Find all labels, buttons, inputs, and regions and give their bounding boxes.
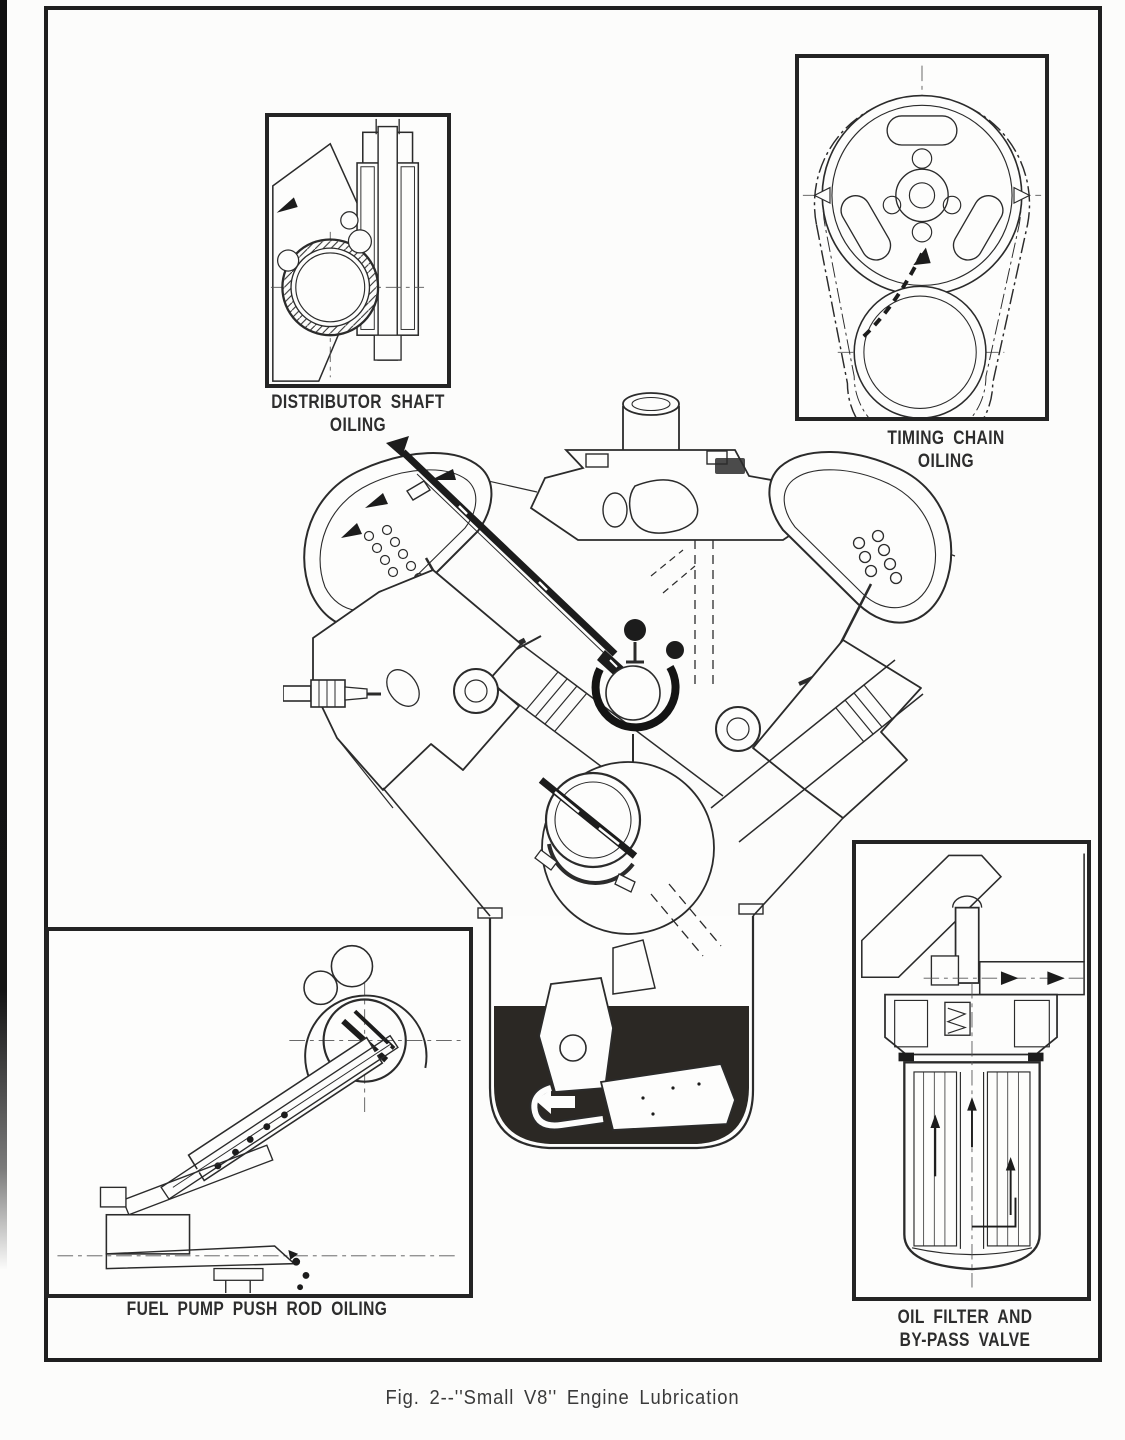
figure-border-frame [44, 6, 1102, 1362]
label-line: DISTRIBUTOR SHAFT [271, 392, 445, 413]
timing-chain-drawing [802, 65, 1042, 417]
inset-box-fuel-pump-push-rod [45, 927, 473, 1298]
label-line: TIMING CHAIN [887, 428, 1005, 449]
inset-box-distributor-shaft [265, 113, 451, 388]
inset-box-timing-chain [795, 54, 1049, 421]
label-timing-chain-oiling: TIMING CHAIN OILING [857, 427, 1034, 473]
label-line: BY-PASS VALVE [899, 1330, 1031, 1351]
figure-caption: Fig. 2--''Small V8'' Engine Lubrication [385, 1387, 740, 1409]
label-distributor-shaft-oiling: DISTRIBUTOR SHAFT OILING [269, 391, 446, 437]
scan-edge-artifact [0, 0, 7, 1270]
label-line: OIL FILTER AND [897, 1307, 1033, 1328]
label-fuel-pump-push-rod-oiling: FUEL PUMP PUSH ROD OILING [85, 1298, 429, 1321]
fuel-pump-push-rod-drawing [57, 944, 461, 1294]
inset-box-oil-filter [852, 840, 1091, 1301]
oil-filter-bypass-valve-drawing [861, 853, 1085, 1288]
label-line: OILING [917, 451, 975, 472]
v8-engine-cross-section-drawing [283, 392, 956, 1150]
label-line: FUEL PUMP PUSH ROD OILING [126, 1299, 388, 1320]
distributor-shaft-drawing [270, 118, 425, 382]
label-oil-filter-bypass-valve: OIL FILTER AND BY-PASS VALVE [876, 1306, 1053, 1352]
label-line: OILING [329, 415, 387, 436]
